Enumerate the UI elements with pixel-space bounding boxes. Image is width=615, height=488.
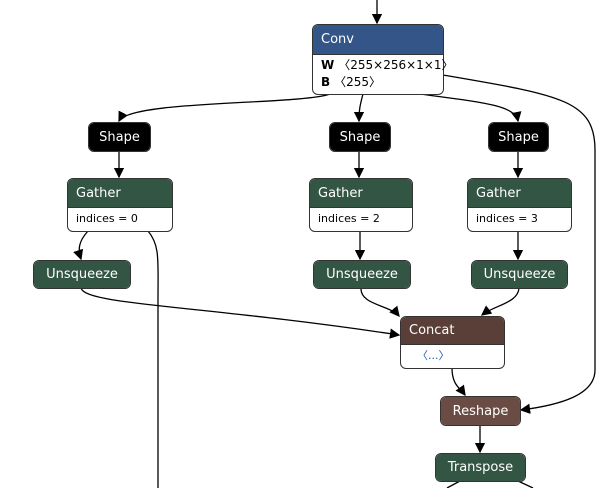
conv-attr-b[interactable]: B〈255〉 [321,75,382,89]
edge-gather1-out [147,230,159,488]
node-shape-2[interactable]: Shape [329,122,391,152]
conv-attr-w[interactable]: W〈255×256×1×1〉 [321,58,454,72]
node-title: Reshape [441,397,520,425]
concat-inputs[interactable]: 〈...〉 [401,344,504,366]
gather-attr-indices[interactable]: indices = 0 [68,207,172,229]
node-unsqueeze-2[interactable]: Unsqueeze [313,260,411,289]
edge-conv-shape2 [353,93,365,123]
edge-unsq2-concat [360,287,400,318]
edge-unsq1-concat [80,287,401,339]
node-title: Gather [310,179,412,207]
node-title: Gather [68,179,172,207]
node-title: Shape [489,123,548,151]
edge-concat-reshape [451,367,466,397]
node-conv-title: Conv [313,25,443,54]
node-unsqueeze-3[interactable]: Unsqueeze [471,260,568,289]
node-title: Shape [89,123,150,151]
node-shape-1[interactable]: Shape [88,122,151,152]
node-title: Unsqueeze [34,261,130,288]
edge-conv-shape1 [118,93,331,123]
node-transpose[interactable]: Transpose [435,453,526,482]
gather-attr-indices[interactable]: indices = 3 [468,207,571,229]
node-unsqueeze-1[interactable]: Unsqueeze [33,260,131,289]
node-title: Unsqueeze [314,261,410,288]
node-title: Shape [330,123,390,151]
edge-conv-shape3 [419,93,522,123]
node-reshape[interactable]: Reshape [440,396,521,426]
node-gather-2[interactable]: Gather indices = 2 [309,178,413,232]
edge-transpose-out2 [517,480,534,488]
node-title: Transpose [436,454,525,481]
node-gather-1[interactable]: Gather indices = 0 [67,178,173,232]
edge-unsq3-concat [480,287,520,316]
edge-conv-reshape [442,74,596,414]
node-title: Unsqueeze [472,261,567,288]
node-gather-3[interactable]: Gather indices = 3 [467,178,572,232]
node-conv[interactable]: Conv W〈255×256×1×1〉 B〈255〉 [312,24,454,95]
edge-transpose-out1 [446,480,461,488]
node-shape-3[interactable]: Shape [488,122,549,152]
edge-gather1-unsq1 [73,230,89,261]
node-title: Concat [401,317,504,344]
node-concat[interactable]: Concat 〈...〉 [400,316,505,369]
node-title: Gather [468,179,571,207]
gather-attr-indices[interactable]: indices = 2 [310,207,412,229]
